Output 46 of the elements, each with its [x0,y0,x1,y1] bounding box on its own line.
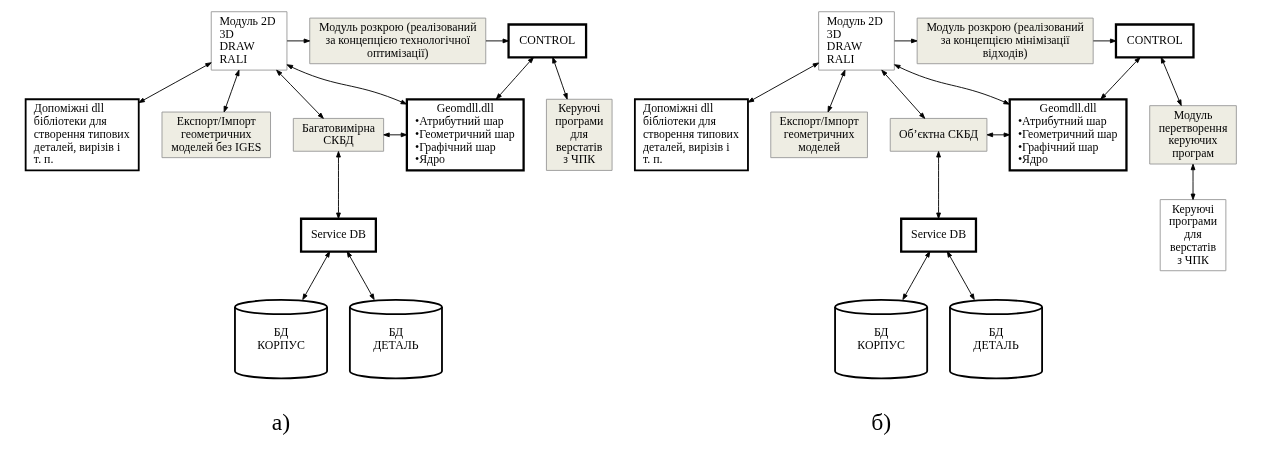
arrow [301,251,330,301]
node-box: Керуючі програми для верстатів з ЧПК [545,98,613,171]
node-box: Керуючі програми для верстатів з ЧПК [1159,199,1226,272]
arrow [551,57,568,100]
label: а) [271,409,290,436]
node-box: Service DB [299,217,377,253]
arrow [1092,38,1116,44]
node-box: Модуль 2D 3D DRAW RALI [210,11,287,71]
arrow [275,69,324,119]
node-box: Geomdll.dll •Атрибутний шар •Геометричний шар •Графічний шар •Ядро [1008,98,1128,172]
node-box: CONTROL [506,23,587,59]
arrow [382,132,407,138]
arrow [893,64,1010,105]
arrow [747,62,819,103]
node-box: Експорт/Імпорт геометричних моделей без IGES [161,111,271,159]
node-box: Об’єктна СКБД [889,117,987,152]
arrow [223,69,239,113]
arrow [1099,57,1140,100]
arrow [485,38,509,44]
arrow [986,132,1010,138]
arrow [901,251,930,301]
node-box: Модуль перетворення керуючих програм [1148,105,1237,165]
arrow [286,38,310,44]
node-box: Модуль розкрою (реалізований за концепцією технологічної оптимізації) [308,17,486,65]
arrow [935,151,941,219]
node-box: Допоміжні dll бібліотеки для створення типових деталей, вирізів і т. п. [633,98,749,172]
node-box: Модуль розкрою (реалізований за концепцією мінімізації відходів) [916,17,1094,65]
arrow [286,64,407,105]
arrow [495,57,534,100]
arrow [893,38,917,44]
arrow [880,69,925,119]
arrow [346,251,375,301]
arrow [137,62,212,104]
node-box: Модуль 2D 3D DRAW RALI [817,11,895,71]
node-box: Geomdll.dll •Атрибутний шар •Геометричний шар •Графічний шар •Ядро [405,98,525,172]
arrow [335,151,341,219]
arrow [827,69,845,113]
node-box: Багатовимірна СКБД [292,117,384,152]
arrow [1190,163,1195,200]
arrow [946,251,975,301]
arrow [1160,57,1182,106]
label: б) [870,409,891,436]
node-box: Допоміжні dll бібліотеки для створення типових деталей, вирізів і т. п. [24,98,140,172]
node-box: CONTROL [1114,23,1195,59]
node-box: Service DB [899,217,977,253]
node-box: Експорт/Імпорт геометричних моделей [769,111,868,159]
